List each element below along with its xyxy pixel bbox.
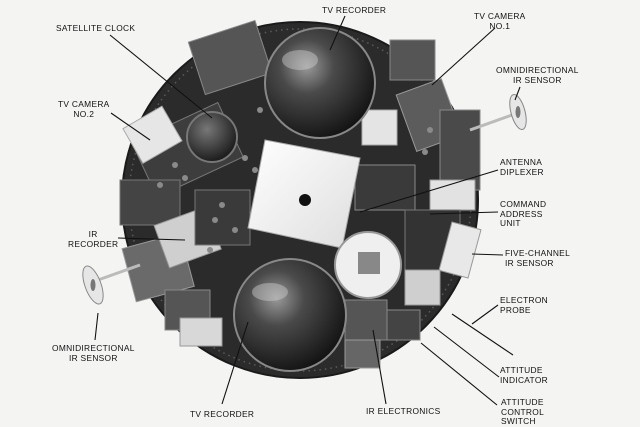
omni-ir-sensor-right <box>469 94 527 132</box>
label-five-channel-ir-sensor: FIVE-CHANNEL IR SENSOR <box>505 248 571 268</box>
command-unit <box>429 179 476 211</box>
label-attitude-indicator: ATTITUDE INDICATOR <box>500 365 548 385</box>
label-satellite-clock: SATELLITE CLOCK <box>56 23 136 33</box>
bolt-holes <box>157 107 433 253</box>
label-ir-electronics: IR ELECTRONICS <box>366 406 441 416</box>
omni-ir-sensor-left <box>82 263 141 305</box>
mid-left-box <box>194 189 251 246</box>
label-tv-camera-no2: TV CAMERA NO.2 <box>58 99 110 119</box>
ir-electronics-core <box>358 252 380 274</box>
left-box <box>119 179 181 226</box>
upper-right-plate <box>361 109 398 146</box>
diplexer-box <box>354 164 416 211</box>
clock-box <box>187 19 273 96</box>
label-antenna-diplexer: ANTENNA DIPLEXER <box>500 157 544 177</box>
electronics-box-2 <box>344 339 381 369</box>
label-electron-probe: ELECTRON PROBE <box>500 295 549 315</box>
label-command-address-unit: COMMAND ADDRESS UNIT <box>500 199 547 228</box>
tv-camera-2-lens <box>186 111 238 163</box>
electronics-box-1 <box>344 299 388 341</box>
label-tv-camera-no1: TV CAMERA NO.1 <box>474 11 526 31</box>
label-ir-recorder: IR RECORDER <box>68 229 119 249</box>
label-omni-ir-sensor-left: OMNIDIRECTIONAL IR SENSOR <box>52 343 135 363</box>
label-tv-recorder-bottom: TV RECORDER <box>190 409 255 419</box>
center-hole <box>299 194 311 206</box>
probe-box <box>404 269 441 306</box>
label-omni-ir-sensor-right: OMNIDIRECTIONAL IR SENSOR <box>496 65 579 85</box>
label-attitude-control-switch: ATTITUDE CONTROL SWITCH <box>501 397 545 426</box>
tv-recorder-bottom-sphere <box>233 258 347 372</box>
tv-recorder-bottom-highlight <box>252 283 288 301</box>
label-tv-recorder-top: TV RECORDER <box>322 5 387 15</box>
tv-recorder-top-sphere <box>264 27 376 139</box>
right-panel <box>439 109 481 191</box>
switch-box <box>384 309 421 341</box>
center-plate <box>247 139 361 249</box>
leader-lines <box>94 15 521 406</box>
clock-plate <box>122 105 183 165</box>
lower-left-plate <box>179 317 223 347</box>
camera1-box <box>389 39 436 81</box>
tv-recorder-top-highlight <box>282 50 318 70</box>
